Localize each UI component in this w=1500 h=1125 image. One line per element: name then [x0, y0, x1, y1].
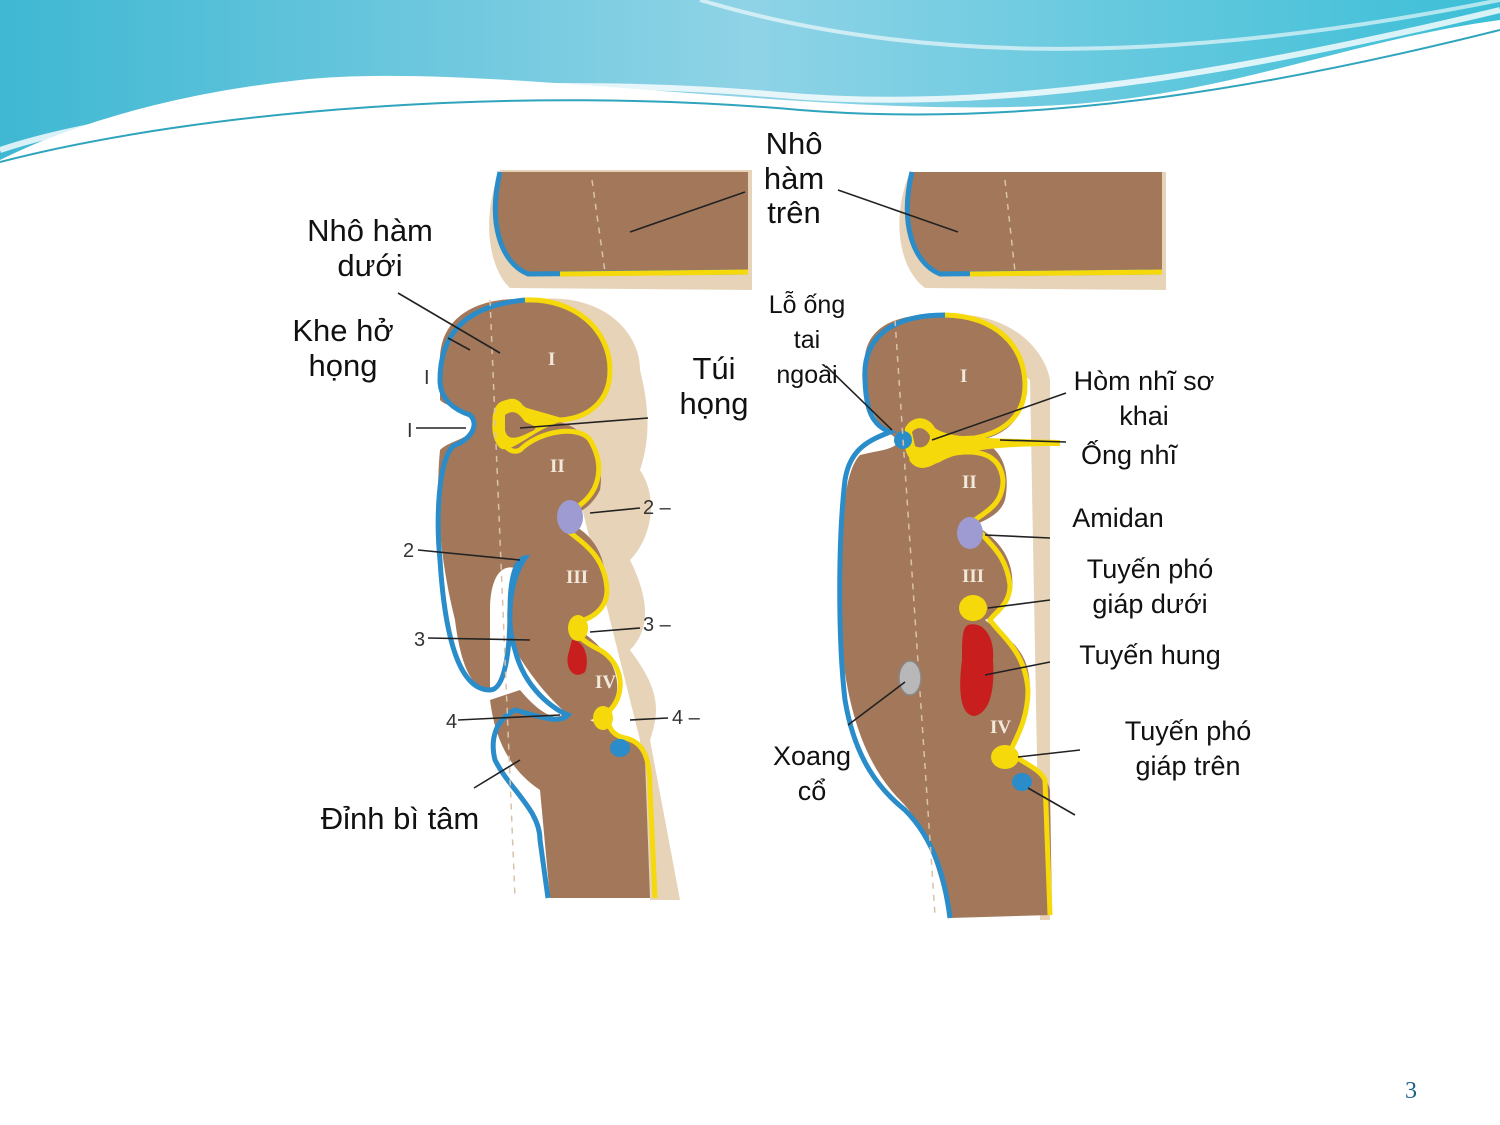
label-mandibular-prominence: Nhô hàm dưới: [307, 213, 433, 283]
cleft-number-1a: I: [424, 367, 430, 389]
label-auditory-tube: Ống nhĩ: [1080, 440, 1178, 470]
svg-text:III: III: [566, 567, 588, 588]
label-palatine-tonsil: Amidan: [1072, 503, 1164, 533]
right-cervical-sinus-marker: [898, 660, 922, 696]
svg-text:IV: IV: [595, 672, 616, 693]
label-cervical-sinus: Xoang cổ: [772, 741, 852, 807]
svg-text:IV: IV: [990, 717, 1011, 738]
pouch-number-4: 4 –: [672, 707, 701, 729]
left-tonsil-marker: [557, 500, 583, 534]
left-body-tissue: [438, 299, 650, 898]
slide-page-number: 3: [1405, 1078, 1417, 1104]
label-external-acoustic-meatus: Lỗ ống tai ngoài: [768, 291, 846, 389]
pouch-number-3: 3 –: [643, 614, 672, 636]
cleft-number-4: 4: [446, 711, 457, 733]
right-inferior-parathyroid-marker: [959, 595, 987, 621]
svg-text:II: II: [550, 456, 565, 477]
cleft-number-2: 2: [403, 540, 414, 562]
cleft-number-1b: I: [407, 420, 413, 442]
label-pharyngeal-cleft: Khe hở họng: [292, 313, 394, 383]
label-primitive-tympanic-cavity: Hòm nhĩ sơ khai: [1073, 366, 1215, 432]
right-thymus-marker: [960, 624, 994, 716]
svg-text:I: I: [548, 349, 555, 370]
label-epicardial-ridge: Đỉnh bì tâm: [320, 801, 480, 836]
right-tonsil-marker: [957, 517, 983, 549]
label-superior-parathyroid: Tuyến phó giáp trên: [1124, 716, 1252, 782]
header-wave: [0, 0, 1500, 163]
left-thymus-marker: [567, 640, 587, 675]
right-superior-parathyroid-marker: [991, 745, 1019, 769]
svg-text:III: III: [962, 566, 984, 587]
left-figure: I II III IV 2 3 4 I I 2 – 3 – 4 –: [397, 170, 752, 901]
cleft-number-3: 3: [414, 629, 425, 651]
right-figure: I II III IV: [629, 171, 1166, 921]
label-maxillary-prominence: Nhô hàm trên: [763, 126, 825, 231]
svg-text:I: I: [960, 366, 967, 387]
svg-text:II: II: [962, 472, 977, 493]
pouch-number-2: 2 –: [643, 497, 672, 519]
label-thymus: Tuyến hung: [1079, 640, 1221, 670]
label-inferior-parathyroid: Tuyến phó giáp dưới: [1086, 554, 1214, 620]
label-pharyngeal-pouch: Túi họng: [679, 351, 749, 421]
